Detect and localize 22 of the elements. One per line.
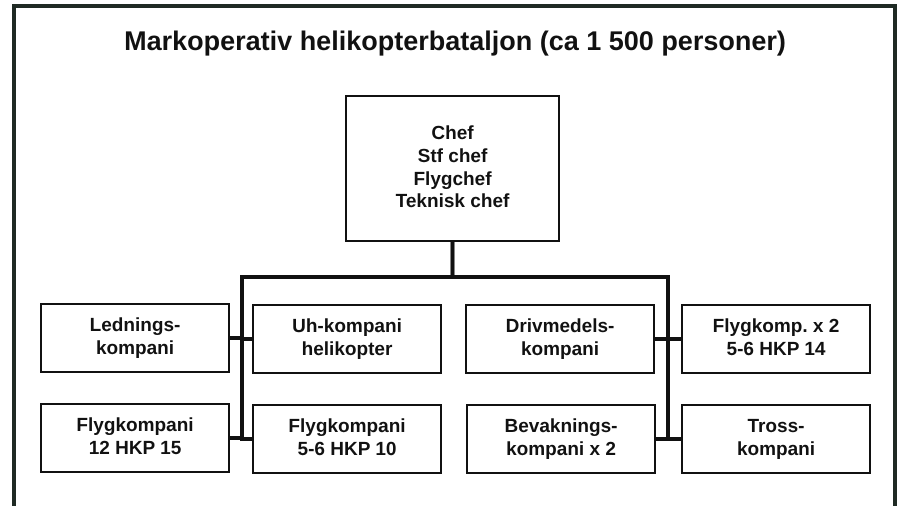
- org-box: [40, 303, 230, 373]
- title: Markoperativ helikopterbataljon (ca 1 500 personer): [123, 26, 787, 57]
- org-box: [345, 95, 560, 242]
- org-box: [465, 304, 655, 374]
- org-box: [252, 304, 442, 374]
- unit-name: Lednings- kompani: [88, 315, 182, 361]
- org-box: [466, 404, 656, 474]
- unit-name: Drivmedels- kompani: [504, 316, 616, 362]
- unit-name: Flygkompani 12 HKP 15: [75, 415, 195, 461]
- unit-name: Flygchef: [413, 168, 492, 192]
- org-box: [681, 304, 871, 374]
- unit-name: Uh-kompani helikopter: [291, 316, 403, 362]
- unit-name: Tross- kompani: [736, 416, 816, 462]
- org-box: [252, 404, 442, 474]
- unit-name: Bevaknings- kompani x 2: [504, 416, 618, 462]
- org-box: [40, 403, 230, 473]
- unit-name: Stf chef: [418, 146, 488, 168]
- unit-name: Flygkomp. x 2 5-6 HKP 14: [712, 316, 840, 362]
- unit-name: Chef: [431, 122, 474, 146]
- org-box: [681, 404, 871, 474]
- unit-name: Teknisk chef: [396, 191, 510, 214]
- unit-name: Flygkompani 5-6 HKP 10: [287, 416, 407, 462]
